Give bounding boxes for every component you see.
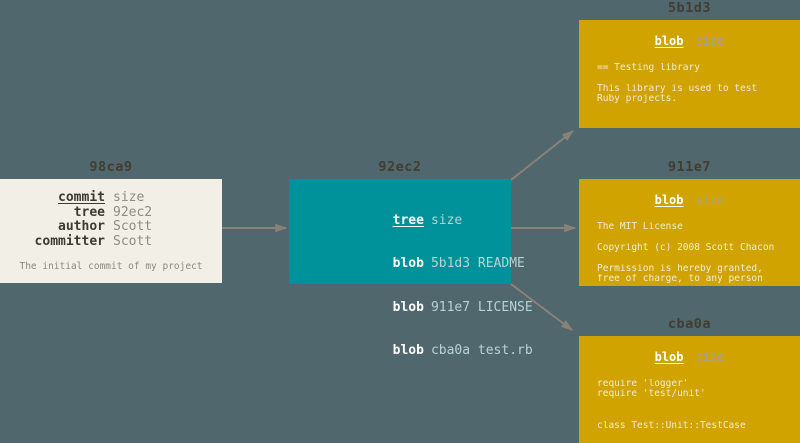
blob-type-label: blob (654, 34, 684, 48)
commit-field-key: commit (58, 190, 105, 205)
blob-content-line (597, 431, 796, 441)
blob-testrb-box: blob size require 'logger' require 'test/… (579, 336, 800, 443)
blob-content-line (597, 73, 796, 83)
tree-entry-value: 911e7 LICENSE (430, 299, 533, 315)
commit-field-key: tree (73, 204, 105, 220)
blob-content-line (597, 410, 796, 420)
blob-content-line (597, 253, 796, 263)
blob-content-line (597, 232, 796, 242)
blob-content-line: class Test::Unit::TestCase (597, 420, 746, 431)
commit-field-value: size (113, 190, 145, 205)
commit-field-value: Scott (113, 219, 153, 234)
tree-entry-type: tree (392, 212, 424, 228)
tree-object-box: tree size blob 5b1d3 README blob 911e7 LICE… (289, 179, 533, 358)
tree-entry-value: 5b1d3 README (430, 256, 525, 271)
tree-entry-type: blob (392, 343, 424, 358)
blob-size-label: size (695, 34, 725, 48)
blob-content: == Testing library This library is used … (597, 63, 796, 125)
tree-hash-label: 92ec2 (378, 159, 422, 175)
blob-content-line: Permission is hereby granted, (597, 263, 763, 274)
blob-content-line: require 'test/unit' (597, 389, 706, 400)
arrow-tree-to-blob-readme (510, 130, 574, 181)
blob-header: blob size (579, 193, 800, 207)
commit-hash-label: 98ca9 (89, 159, 133, 175)
blob-content-line: Ruby projects. (597, 94, 678, 105)
blob-content-line: == Testing library (597, 63, 700, 73)
blob-size-label: size (695, 350, 725, 364)
commit-field-key: committer (34, 233, 105, 249)
commit-message: The initial commit of my project (19, 261, 203, 272)
commit-fields: commit size tree 92ec2 author Scott comm… (0, 179, 222, 249)
blob-readme-hash-label: 5b1d3 (667, 0, 712, 16)
tree-entry-value: size (430, 212, 463, 228)
blob-content-line (597, 105, 796, 115)
tree-entry: tree size (330, 199, 511, 243)
commit-field-key: author (58, 219, 105, 234)
blob-content: The MIT License Copyright (c) 2008 Scott… (597, 222, 796, 284)
tree-entry-type: blob (392, 299, 424, 315)
tree-entry-type: blob (392, 256, 424, 271)
blob-content-line: The MIT License (597, 222, 683, 232)
tree-entry: blob 911e7 LICENSE (330, 286, 533, 330)
blob-header: blob size (579, 34, 800, 48)
blob-type-label: blob (654, 193, 684, 207)
blob-type-label: blob (654, 350, 684, 364)
blob-content-line: This library is used to test (597, 83, 758, 94)
blob-content-line: require 'logger' (597, 379, 689, 389)
blob-content-line (597, 115, 796, 125)
tree-entries: tree size blob 5b1d3 README blob 911e7 LICE… (289, 179, 533, 374)
blob-license-box: blob size The MIT License Copyright (c) 2… (579, 179, 800, 286)
blob-readme-box: blob size == Testing library This library… (579, 20, 800, 128)
commit-field-value: 92ec2 (113, 204, 153, 220)
blob-license-hash-label: 911e7 (667, 159, 712, 175)
blob-size-label: size (695, 193, 725, 207)
tree-entry: blob cba0a test.rb (330, 330, 533, 374)
blob-content-line (597, 400, 796, 410)
tree-entry: blob 5b1d3 README (330, 243, 525, 287)
blob-header: blob size (579, 350, 800, 364)
commit-field-value: Scott (113, 233, 153, 249)
blob-content-line: free of charge, to any person (597, 273, 763, 284)
tree-entry-value: cba0a test.rb (430, 343, 533, 358)
blob-content-line: Copyright (c) 2008 Scott Chacon (597, 242, 775, 253)
commit-object-box: commit size tree 92ec2 author Scott comm… (0, 179, 222, 283)
arrow-tree-to-blob-testrb (510, 283, 573, 331)
blob-testrb-hash-label: cba0a (667, 316, 712, 332)
blob-content: require 'logger' require 'test/unit' cla… (597, 379, 796, 441)
